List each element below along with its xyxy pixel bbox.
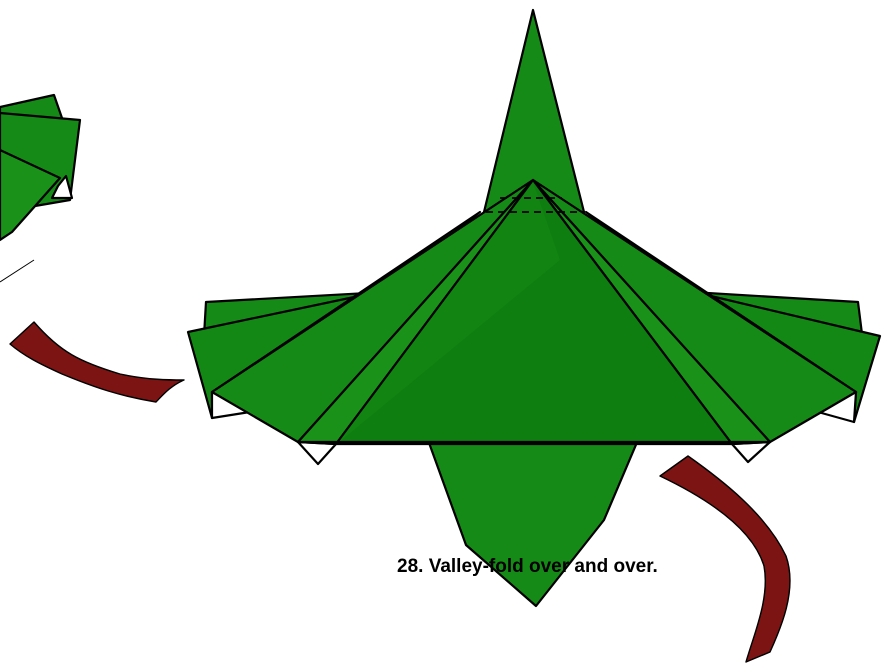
right-lower-white-corner: [732, 442, 770, 462]
rotation-arrow-right: [660, 456, 790, 662]
step-caption: 28. Valley-fold over and over.: [397, 556, 658, 578]
rotation-arrow-left: [10, 322, 184, 402]
left-lower-white-corner: [298, 442, 336, 464]
bottom-point: [428, 440, 638, 606]
previous-crease-line: [0, 260, 34, 282]
previous-step-model: [0, 95, 80, 282]
